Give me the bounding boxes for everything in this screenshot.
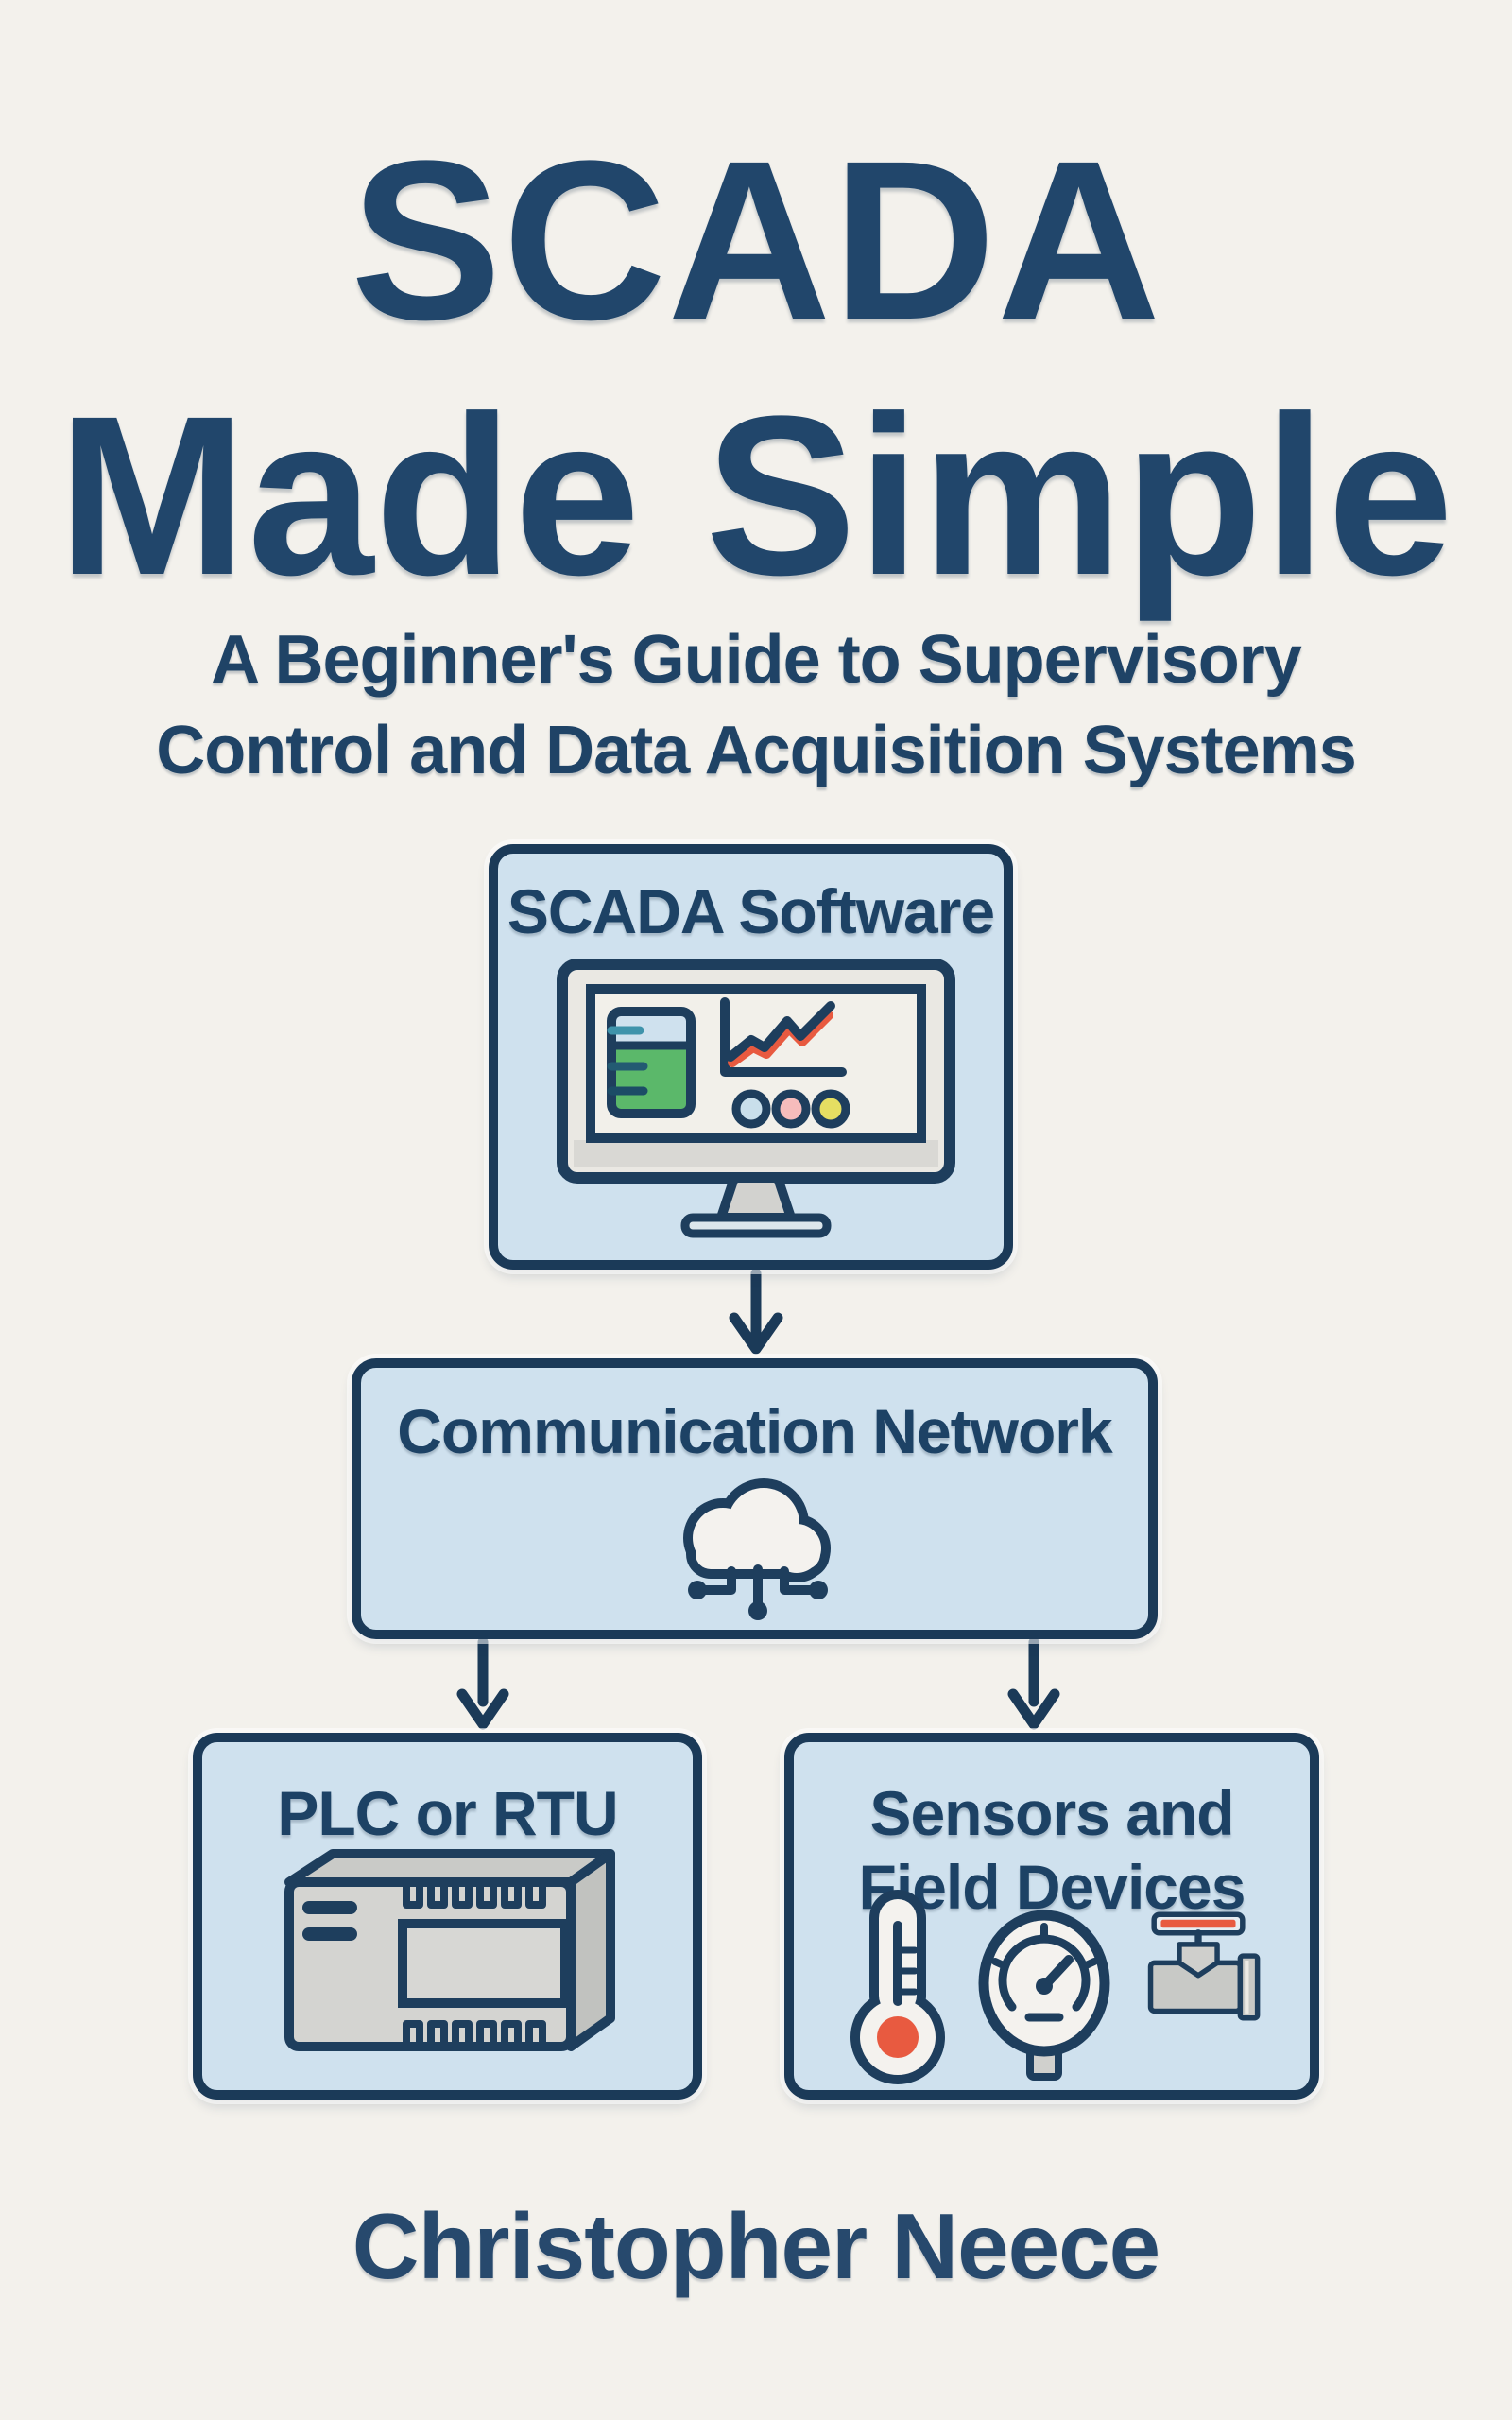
status-dot-yellow	[811, 1089, 850, 1129]
author-name: Christopher Neece	[352, 2194, 1160, 2298]
node-scada-software-label: SCADA Software	[507, 876, 995, 946]
title-line-2: Made Simple	[57, 369, 1455, 622]
valve-flange	[1237, 1953, 1261, 2021]
title-line-1: SCADA	[350, 113, 1162, 367]
thermometer-bulb	[877, 2016, 919, 2058]
plc-controller-icon	[284, 1849, 615, 2051]
valve-icon	[1147, 1911, 1261, 2021]
plc-slot	[302, 1901, 357, 1914]
plc-panel	[398, 1919, 570, 2008]
trend-line-navy	[726, 1001, 835, 1062]
plc-terminal-teeth-bottom	[403, 2020, 546, 2045]
node-plc-rtu-label: PLC or RTU	[277, 1778, 618, 1848]
trend-line-red	[728, 1011, 833, 1067]
node-sensors-label-line-1: Sensors and	[869, 1778, 1234, 1848]
arrowhead-down-icon	[456, 1688, 509, 1730]
node-communication-network-label: Communication Network	[397, 1396, 1112, 1466]
valve-bonnet	[1177, 1942, 1220, 1979]
status-dot-pink	[771, 1089, 811, 1129]
arrowhead-down-icon	[729, 1312, 783, 1355]
pressure-gauge-icon	[978, 1910, 1110, 2081]
subtitle-line-2: Control and Data Acquisition Systems	[156, 713, 1357, 788]
arrowhead-down-icon	[1007, 1688, 1060, 1730]
plc-slot	[302, 1927, 357, 1941]
thermometer-icon	[850, 1890, 945, 2084]
cloud-network-icon	[683, 1478, 831, 1620]
status-dot-blue	[731, 1089, 771, 1129]
plc-terminal-teeth-top	[403, 1884, 546, 1909]
valve-handle-bar	[1160, 1919, 1236, 1928]
subtitle-line-1: A Beginner's Guide to Supervisory	[211, 622, 1302, 698]
monitor-dashboard-icon	[557, 959, 955, 1238]
